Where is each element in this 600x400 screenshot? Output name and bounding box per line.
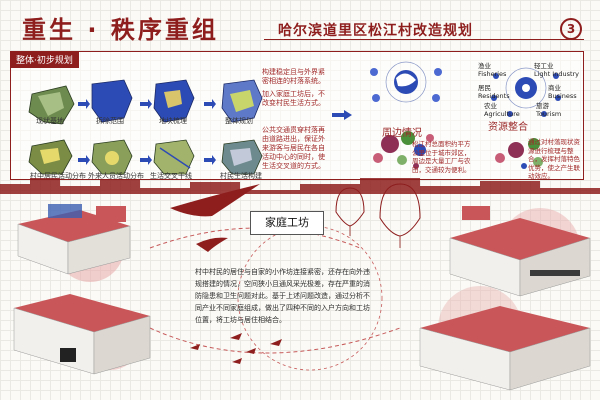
map-life-lines: [153, 139, 195, 175]
caption-parcel-sort: 地块梳理: [159, 117, 187, 125]
title-underline: [264, 39, 584, 40]
building-bottom-left: [13, 294, 151, 375]
map-visitor-activity: [91, 139, 133, 175]
caption-visitor-activity: 外来人员活动分布: [88, 172, 144, 180]
main-arrow-icon: [332, 110, 352, 120]
skyline-band: [0, 178, 600, 194]
surroundings-diagram: [370, 61, 442, 169]
bird-icon-6: [232, 358, 242, 364]
balloon-left-icon: [335, 187, 365, 236]
caption-demolition-scope: 拆除范围: [96, 117, 124, 125]
caption-overall-plan: 整体规划: [225, 117, 253, 125]
surroundings-text: 松江村总面积约平方公里位于城市郊区，周边是大量工厂与农田，交通较为便利。: [412, 140, 471, 174]
caption-existing-site: 现状基地: [36, 117, 64, 125]
sheet-number: 3: [560, 18, 582, 40]
map-overall-plan: [221, 79, 263, 123]
page-title: 重生 · 秩序重组: [22, 16, 219, 44]
note-family-workshop: 加入家庭工坊后，不改变村民生活方式。: [262, 90, 325, 107]
resources-title: 资源整合: [488, 122, 528, 133]
bird-icon-2: [190, 344, 200, 350]
building-top-left: [17, 204, 131, 275]
building-bottom-right: [419, 306, 591, 391]
bird-icon-1: [196, 237, 228, 252]
note-stable-system: 构建稳定且与外界紧密相连的村落系统。: [262, 68, 325, 85]
map-resident-life: [221, 139, 263, 175]
map-parcel-sort: [153, 79, 195, 123]
bird-flock: [170, 184, 282, 364]
map-resident-activity: [28, 139, 73, 175]
bird-icon-4: [246, 348, 256, 354]
page-subtitle: 哈尔滨道里区松江村改造规划: [278, 23, 473, 39]
resources-text: 通过对村落现状资源进行梳理与整合，发挥村落特色优势，使之产生联动效应。: [528, 138, 580, 180]
panel-tag: 整体·初步规划: [10, 51, 79, 68]
caption-resident-life: 村民生活构建: [220, 172, 262, 180]
bird-large-icon: [170, 184, 260, 217]
map-existing-site: [28, 85, 75, 125]
caption-life-lines: 生活交叉干线: [150, 172, 192, 180]
balloon-right-icon: [379, 183, 421, 248]
resources-diagram: [491, 67, 561, 169]
connector-bottom: [149, 327, 401, 354]
map-demolition-scope: [91, 79, 133, 123]
note-public-transport: 公共交通贯穿村落再由道路进出，保证外来游客与居民在各自活动中心的同时，使生活交叉…: [262, 126, 325, 170]
connector-top: [149, 227, 361, 249]
family-workshop-description: 村中村民的居住与自家的小作坊连接紧密，还存在向外违规搭建的情况，空间狭小且通风采…: [195, 268, 370, 324]
flow-arrows: [78, 99, 216, 165]
bird-icon-5: [270, 339, 282, 346]
family-workshop-title: 家庭工坊: [250, 211, 324, 235]
bird-icon-3: [230, 333, 242, 340]
building-top-right: [449, 206, 591, 297]
map-thumbnails: [28, 79, 263, 175]
main-illustration: [0, 178, 600, 391]
caption-resident-activity: 村中居民活动分布: [30, 172, 86, 180]
surroundings-title: 周边情况: [382, 128, 422, 139]
